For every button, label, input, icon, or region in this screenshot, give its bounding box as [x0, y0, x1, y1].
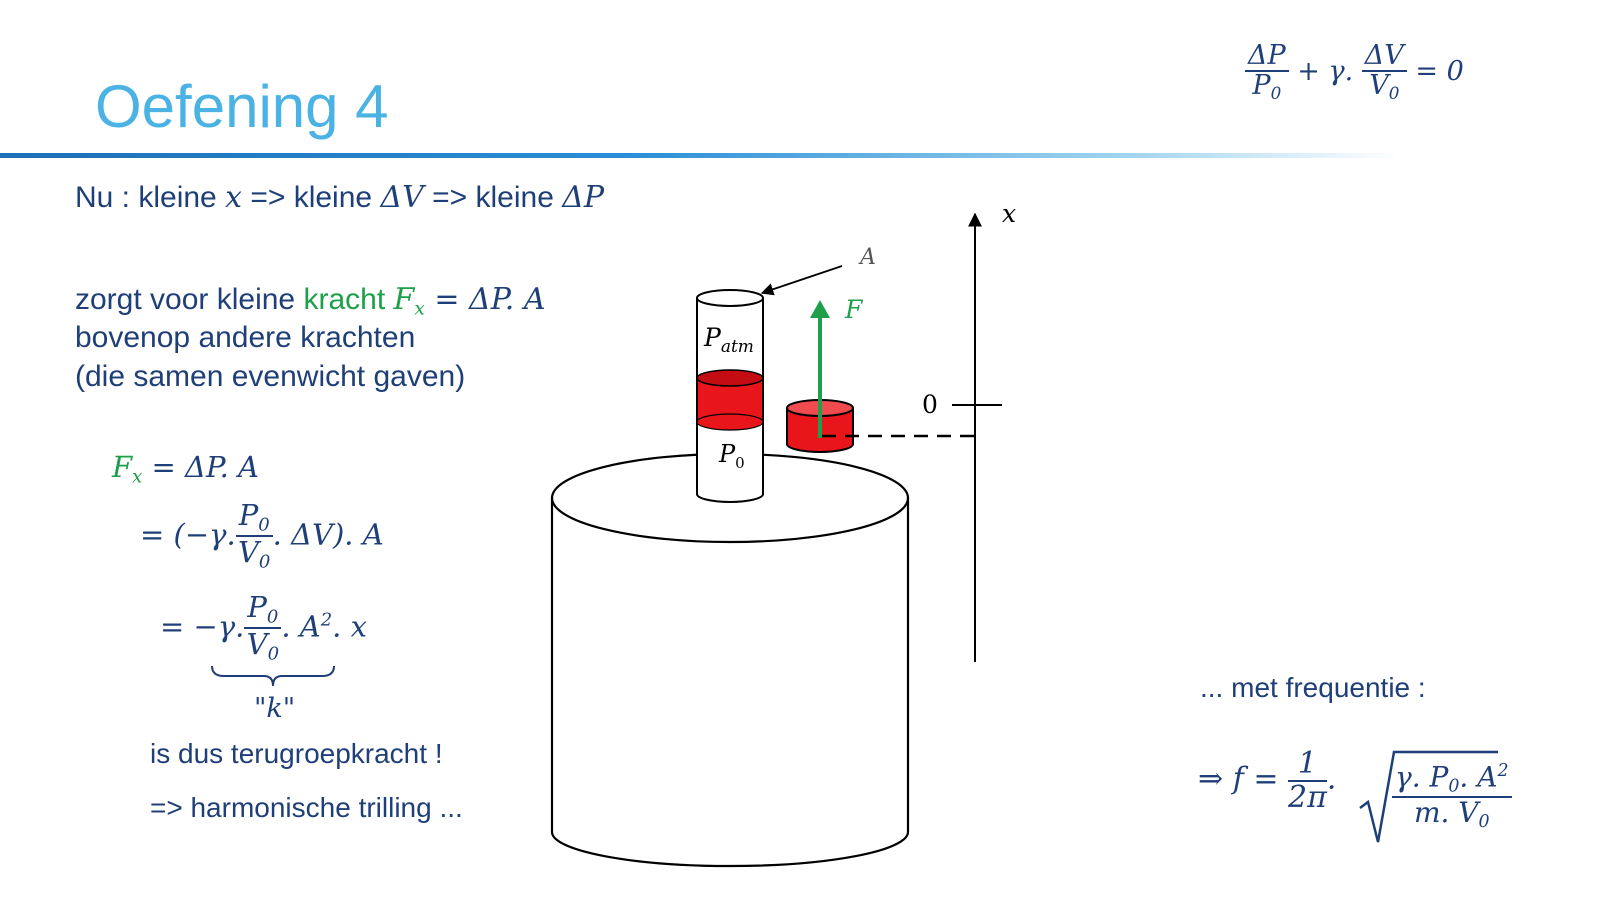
- frequency-label: ... met frequentie :: [1200, 672, 1426, 703]
- force-line: zorgt voor kleine kracht Fx = ΔP. A: [75, 282, 546, 320]
- zero-label: 0: [922, 390, 938, 419]
- equilibrium-line: (die samen evenwicht gaven): [75, 360, 466, 393]
- area-pointer: [760, 265, 843, 296]
- title-underline: [0, 153, 1400, 158]
- top-formula-num1: ΔP: [1245, 41, 1289, 73]
- slide-title: Oefening 4: [95, 73, 389, 140]
- tube: [696, 289, 764, 503]
- restoring-force-line: is dus terugroepkracht !: [150, 738, 443, 769]
- label-A: A: [858, 245, 876, 270]
- top-formula-den1: P: [1252, 70, 1271, 102]
- top-formula-den2: V: [1369, 70, 1389, 102]
- label-P0: P0: [718, 440, 745, 472]
- large-vessel: [550, 452, 910, 868]
- kracht-word: kracht: [303, 283, 386, 316]
- other-forces-line: bovenop andere krachten: [75, 321, 416, 354]
- x-axis-label: x: [1002, 199, 1016, 228]
- k-underbrace: [211, 665, 335, 687]
- derivation-line-1: Fx = ΔP. A: [112, 450, 259, 488]
- harmonic-line: => harmonische trilling ...: [150, 792, 463, 823]
- label-Patm: Patm: [703, 323, 754, 357]
- intro-line: Nu : kleine x => kleine ΔV => kleine ΔP: [75, 180, 605, 215]
- top-formula-num2: ΔV: [1361, 41, 1407, 73]
- sqrt-sign: [1359, 750, 1498, 843]
- top-formula-plus: + γ.: [1297, 55, 1354, 87]
- force-arrowhead: [810, 300, 830, 318]
- label-F: F: [844, 295, 864, 324]
- k-label: "k": [254, 693, 296, 724]
- top-formula-rhs: = 0: [1415, 55, 1464, 87]
